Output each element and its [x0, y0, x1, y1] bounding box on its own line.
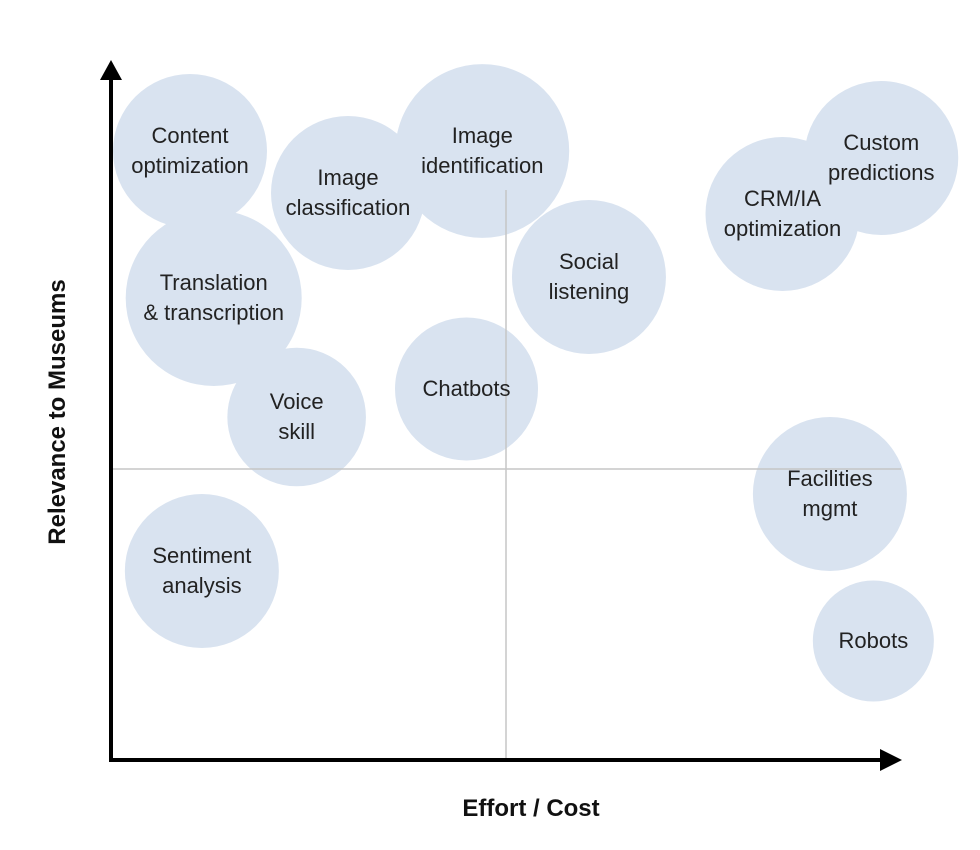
bubble-label-line: CRM/IA — [744, 186, 821, 211]
bubble-label-8: Custom predictions — [828, 130, 934, 185]
x-axis-arrow — [880, 749, 902, 771]
bubble-label-2: Image identification — [421, 123, 543, 178]
bubble-label-line: classification — [286, 195, 411, 220]
bubble-label-line: predictions — [828, 160, 934, 185]
axes — [100, 60, 902, 771]
y-axis-arrow — [100, 60, 122, 80]
bubble-4 — [125, 210, 302, 386]
bubble-label-line: Facilities — [787, 466, 873, 491]
quadrant-lines — [111, 190, 901, 760]
bubble-label-line: Voice — [270, 389, 324, 414]
bubble-11 — [812, 580, 934, 702]
bubble-label-6: Chatbots — [422, 376, 510, 401]
bubble-5 — [227, 347, 366, 487]
bubble-6 — [395, 317, 538, 461]
bubble-label-10: Sentiment analysis — [152, 543, 251, 598]
bubble-label-line: analysis — [162, 573, 241, 598]
bubble-1 — [271, 116, 425, 270]
bubble-label-line: Image — [452, 123, 513, 148]
y-axis-title: Relevance to Museums — [44, 279, 71, 544]
bubble-2 — [395, 64, 570, 238]
bubble-label-line: identification — [421, 153, 543, 178]
bubble-3 — [511, 200, 666, 354]
bubble-label-line: optimization — [724, 216, 841, 241]
bubble-10 — [124, 494, 279, 648]
bubble-label-line: Translation — [160, 270, 268, 295]
bubble-label-0: Content optimization — [131, 123, 248, 178]
bubble-label-7: CRM/IA optimization — [724, 186, 841, 241]
x-axis-title: Effort / Cost — [462, 795, 599, 822]
bubble-label-11: Robots — [838, 628, 908, 653]
bubble-label-line: Content — [151, 123, 228, 148]
bubble-label-line: Custom — [843, 130, 919, 155]
bubble-label-line: Robots — [838, 628, 908, 653]
bubbles-layer — [113, 64, 959, 702]
bubble-label-9: Facilities mgmt — [787, 466, 873, 521]
bubble-label-3: Social listening — [549, 249, 630, 304]
bubble-label-line: skill — [278, 419, 315, 444]
bubble-label-line: & transcription — [143, 300, 284, 325]
bubble-8 — [804, 81, 959, 235]
bubble-label-4: Translation & transcription — [143, 270, 284, 325]
bubble-label-line: mgmt — [802, 496, 857, 521]
bubble-0 — [113, 74, 267, 228]
bubble-label-line: listening — [549, 279, 630, 304]
bubble-label-1: Image classification — [286, 165, 411, 220]
bubble-label-line: Social — [559, 249, 619, 274]
bubble-label-5: Voice skill — [270, 389, 324, 444]
bubble-label-line: Sentiment — [152, 543, 251, 568]
bubble-label-line: Image — [317, 165, 378, 190]
bubble-label-line: optimization — [131, 153, 248, 178]
bubble-label-line: Chatbots — [422, 376, 510, 401]
bubble-9 — [752, 417, 907, 571]
